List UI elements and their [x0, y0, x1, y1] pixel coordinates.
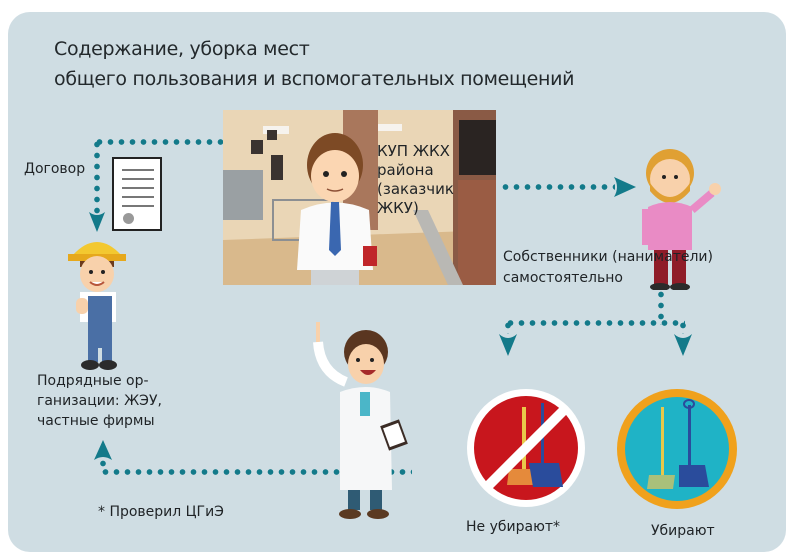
document-icon: [112, 157, 162, 231]
title-line-1: Содержание, уборка мест: [54, 38, 310, 60]
diagram-title: Содержание, уборка мест общего пользован…: [54, 34, 575, 94]
connector-inspector-to-contractors: [100, 469, 412, 475]
connector-owners-split: [505, 320, 685, 326]
connector-split-left: [505, 320, 511, 334]
connector-up-to-contractors: [100, 458, 106, 472]
arrow-down-icon: [499, 334, 517, 356]
arrow-down-icon: [674, 334, 692, 356]
customer-label: КУП ЖКХ района (заказчик ЖКУ): [377, 142, 454, 217]
no-broom-icon: [467, 389, 585, 507]
cleaning-label: Убирают: [651, 523, 715, 539]
connector-owners-down: [658, 289, 664, 325]
arrow-up-icon: [94, 440, 112, 460]
broom-dustpan-icon: [617, 389, 737, 509]
contractors-label: Подрядные ор- ганизации: ЖЭУ, частные фи…: [37, 373, 162, 429]
footnote: * Проверил ЦГиЭ: [98, 504, 224, 520]
customer-lobby-illustration: [223, 110, 496, 285]
not-cleaning-label: Не убирают*: [466, 519, 561, 535]
arrow-down-icon: [89, 212, 105, 232]
arrow-right-icon: [614, 177, 636, 197]
owners-label: Собственники (наниматели) самостоятельно: [503, 249, 713, 286]
connector-contract-down: [94, 139, 100, 219]
doctor-with-clipboard-figure: [313, 322, 408, 519]
contract-label: Договор: [24, 161, 86, 177]
lobby-scene: [223, 110, 496, 285]
connector-split-right: [680, 320, 686, 334]
bearded-man-waving-figure: [642, 149, 721, 290]
title-line-2: общего пользования и вспомогательных пом…: [54, 68, 575, 90]
connector-photo-to-contract: [94, 139, 224, 145]
worker-in-hard-hat-figure: [68, 242, 126, 370]
connector-customer-to-owners: [500, 184, 615, 190]
